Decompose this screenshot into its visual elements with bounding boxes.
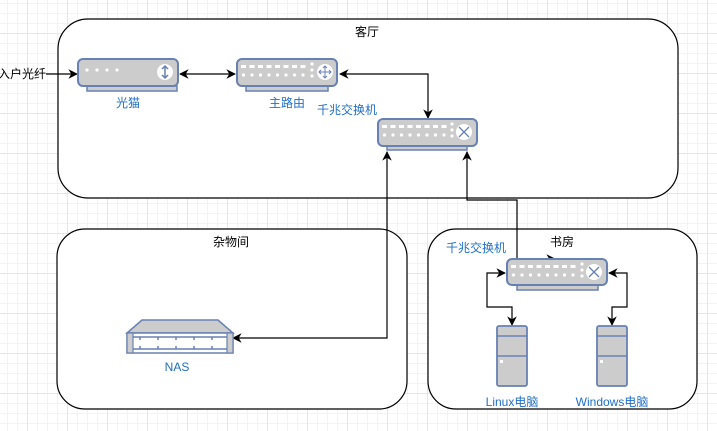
router-device[interactable]: 主路由 <box>236 58 338 110</box>
port <box>441 125 447 128</box>
room-study[interactable]: 书房 <box>427 228 698 410</box>
port-led <box>408 133 412 137</box>
port <box>258 65 263 68</box>
room-storage[interactable]: 杂物间 <box>56 228 408 410</box>
room-study-title: 书房 <box>550 234 574 249</box>
port <box>407 125 413 128</box>
status-led <box>580 268 584 272</box>
port-led <box>562 273 567 277</box>
edge-study-switch-windows[interactable] <box>607 268 628 326</box>
status-led <box>580 262 584 266</box>
port-led <box>241 73 246 77</box>
port-led <box>554 273 558 277</box>
port <box>519 265 525 268</box>
port-led <box>292 73 297 77</box>
room-living-title: 客厅 <box>355 24 379 39</box>
nas-label: NAS <box>165 360 190 374</box>
port-led <box>433 133 438 137</box>
switch-study-label: 千兆交换机 <box>446 240 506 255</box>
port-led <box>511 273 516 277</box>
port <box>536 265 542 268</box>
port-led <box>391 133 395 137</box>
port <box>424 125 430 128</box>
connections <box>46 69 628 343</box>
port <box>562 265 567 268</box>
port <box>292 65 297 68</box>
port-led <box>275 73 280 77</box>
modem-label: 光猫 <box>116 96 140 110</box>
status-led <box>310 74 314 78</box>
status-led <box>310 68 314 72</box>
port <box>382 125 387 128</box>
fiber-input-label: 入户光纤 <box>0 66 46 81</box>
port-led <box>528 273 533 277</box>
port <box>416 125 421 128</box>
port-led <box>267 73 271 77</box>
port-led <box>442 133 446 137</box>
port <box>241 65 246 68</box>
status-led <box>310 62 314 66</box>
port <box>528 265 533 268</box>
port <box>266 65 272 68</box>
edge-study-switch-linux[interactable] <box>486 268 517 326</box>
status-led <box>450 122 454 126</box>
port-led <box>301 73 305 77</box>
port <box>545 265 550 268</box>
linux-pc-device[interactable]: Linux电脑 <box>486 325 539 409</box>
nas-device[interactable]: NAS <box>124 319 236 374</box>
switch-living-label: 千兆交换机 <box>317 102 377 117</box>
port-led <box>250 73 254 77</box>
port-led <box>545 273 550 277</box>
windows-pc-device[interactable]: Windows电脑 <box>576 325 649 409</box>
port <box>300 65 306 68</box>
status-led <box>450 134 454 138</box>
port <box>390 125 396 128</box>
windows-pc-label: Windows电脑 <box>576 395 649 409</box>
port-led <box>382 133 387 137</box>
router-label: 主路由 <box>269 95 305 110</box>
port-led <box>416 133 421 137</box>
port-led <box>537 273 541 277</box>
port <box>399 125 404 128</box>
switch-living-device[interactable]: 千兆交换机 <box>317 102 478 151</box>
port <box>511 265 516 268</box>
port <box>570 265 576 268</box>
room-storage-title: 杂物间 <box>213 235 249 249</box>
modem-device[interactable]: 光猫 <box>77 58 179 110</box>
port <box>249 65 255 68</box>
port-led <box>571 273 575 277</box>
status-led <box>450 128 454 132</box>
port-led <box>284 73 288 77</box>
edge-switch-nas[interactable] <box>232 151 392 343</box>
linux-pc-label: Linux电脑 <box>486 395 539 409</box>
port <box>275 65 280 68</box>
port-led <box>520 273 524 277</box>
port-led <box>425 133 429 137</box>
port-led <box>399 133 404 137</box>
port <box>553 265 559 268</box>
port <box>433 125 438 128</box>
status-led <box>580 274 584 278</box>
port-led <box>258 73 263 77</box>
port <box>283 65 289 68</box>
switch-study-device[interactable]: 千兆交换机 <box>446 240 608 291</box>
edge-router-switch[interactable] <box>339 69 433 119</box>
